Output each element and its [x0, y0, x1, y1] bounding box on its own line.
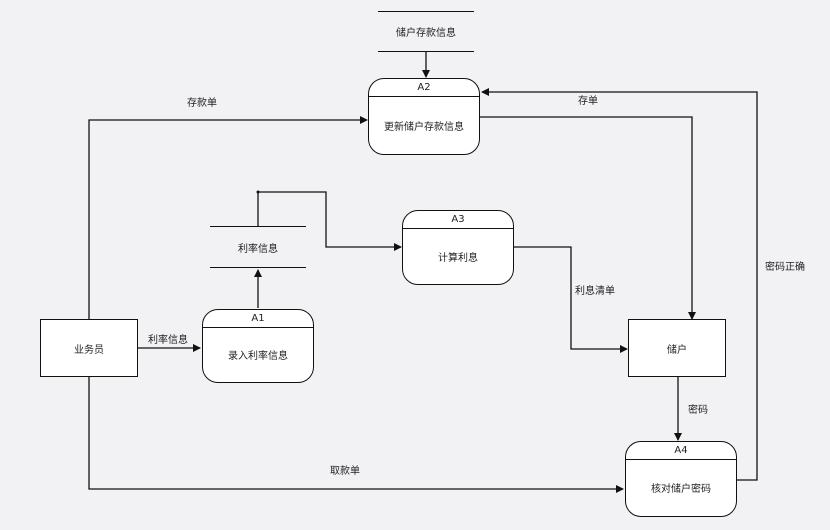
entity-clerk: 业务员: [40, 319, 138, 377]
process-a2-name: 更新储户存款信息: [384, 121, 464, 133]
entity-depositor: 储户: [628, 319, 726, 377]
process-a4: A4 核对储户密码: [625, 441, 737, 517]
process-a4-name: 核对储户密码: [651, 484, 711, 495]
process-a1-name: 录入利率信息: [228, 351, 288, 362]
process-a3-id: A3: [403, 211, 513, 229]
data-store-rate-info: 利率信息: [210, 226, 306, 268]
process-a3: A3 计算利息: [402, 210, 514, 285]
process-a1-id: A1: [203, 310, 313, 328]
flow-rate-store-to-a3: [257, 191, 402, 251]
flow-label-deposit-receipt: 存单: [578, 96, 598, 107]
data-store-deposit-info-label: 储户存款信息: [396, 28, 456, 39]
flow-password-correct: [481, 88, 758, 481]
flow-label-deposit-form: 存款单: [187, 98, 217, 109]
flow-label-interest-statement: 利息清单: [575, 286, 615, 297]
flow-withdrawal-form: [88, 377, 624, 493]
process-a4-id: A4: [626, 442, 736, 460]
process-a3-name: 计算利息: [438, 252, 478, 264]
entity-depositor-label: 储户: [667, 344, 687, 356]
junction-dot: [256, 190, 260, 194]
data-store-deposit-info: 储户存款信息: [378, 11, 474, 52]
process-a2-id: A2: [369, 79, 479, 97]
process-a1: A1 录入利率信息: [202, 309, 314, 383]
flow-label-password-correct: 密码正确: [765, 262, 805, 273]
process-a2: A2 更新储户存款信息: [368, 78, 480, 155]
flow-deposit-form: [88, 116, 368, 319]
flow-label-rate-info: 利率信息: [148, 335, 188, 346]
data-store-rate-info-label: 利率信息: [238, 243, 278, 255]
flow-deposit-receipt: [480, 116, 696, 320]
flow-label-password: 密码: [688, 405, 708, 416]
flow-label-withdrawal-form: 取款单: [330, 466, 360, 477]
entity-clerk-label: 业务员: [74, 344, 104, 356]
flow-interest-statement: [514, 246, 628, 353]
